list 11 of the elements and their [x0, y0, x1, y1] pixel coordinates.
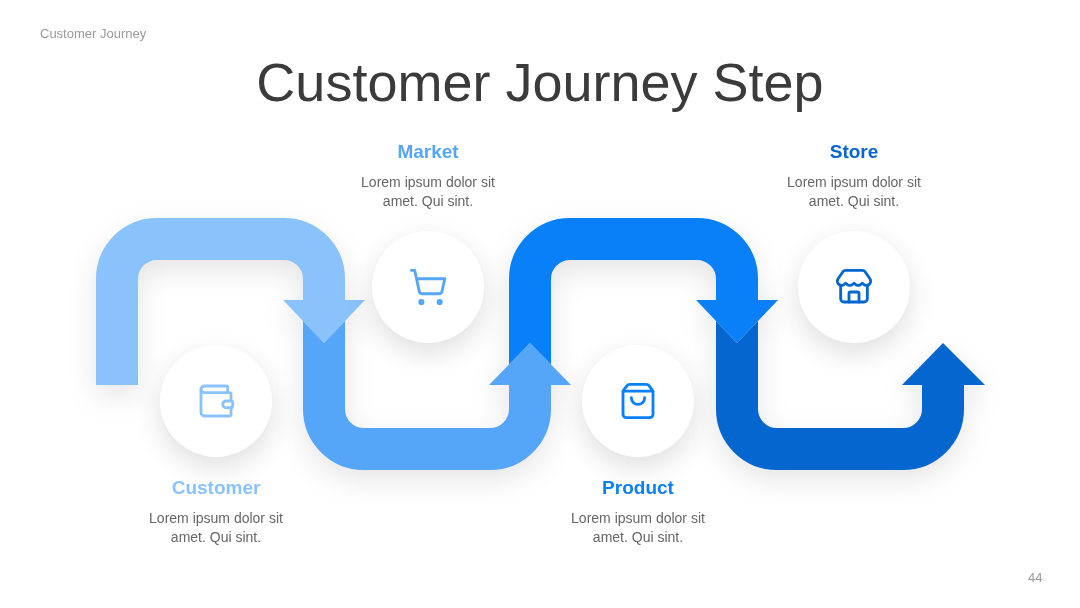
step-heading: Store [829, 141, 879, 163]
step-description: Lorem ipsum dolor sit amet. Qui sint. [570, 509, 706, 547]
header-label: Customer Journey [40, 25, 147, 43]
page-number: 44 [1028, 569, 1043, 587]
step-description: Lorem ipsum dolor sit amet. Qui sint. [148, 509, 284, 547]
step-heading: Customer [171, 477, 261, 499]
step-description: Lorem ipsum dolor sit amet. Qui sint. [360, 173, 496, 211]
title: Customer Journey Step [255, 51, 825, 114]
step-heading: Product [602, 477, 674, 499]
step-heading: Market [397, 141, 459, 163]
step-description: Lorem ipsum dolor sit amet. Qui sint. [786, 173, 922, 211]
